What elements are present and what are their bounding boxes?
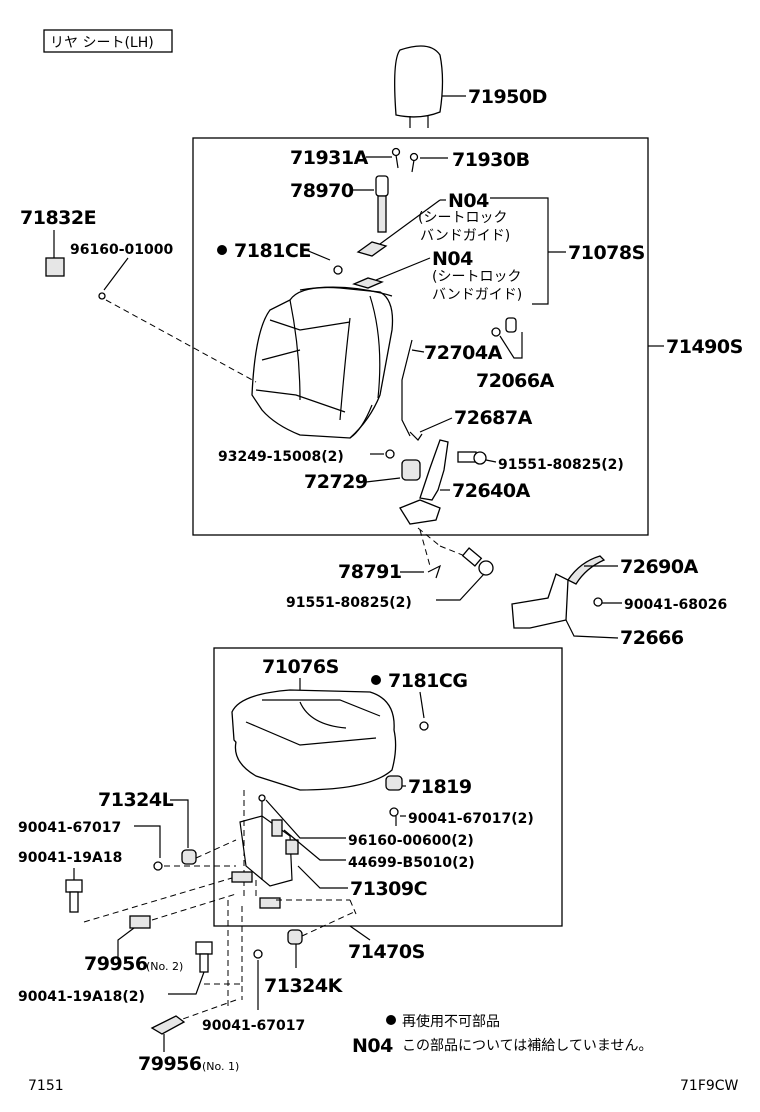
bolt-72066A <box>491 317 517 337</box>
label-78970: 78970 <box>290 180 354 202</box>
clip-79956-no1 <box>150 1015 186 1035</box>
screw-90041-67017-b <box>253 949 263 959</box>
cover-72666 <box>511 573 569 629</box>
label-79956-no2-note: (No. 2) <box>146 960 183 973</box>
clip-79956-no2 <box>129 915 151 929</box>
n04-upper-note2: バンドガイド) <box>420 228 510 244</box>
label-71490S: 71490S <box>666 336 743 358</box>
title-box <box>43 29 173 53</box>
label-71950D: 71950D <box>468 86 547 108</box>
label-71470S: 71470S <box>348 941 425 963</box>
band-guide-lower <box>352 277 384 289</box>
bushing-72729 <box>401 459 421 481</box>
bolt-91551-b <box>461 547 494 576</box>
label-90041-67017-a: 90041-67017 <box>18 820 121 836</box>
n04-lower-note2: バンドガイド) <box>432 287 522 303</box>
label-72687A: 72687A <box>454 407 533 429</box>
bolt-71930B <box>409 152 419 173</box>
label-72640A: 72640A <box>452 480 531 502</box>
label-78791: 78791 <box>338 561 402 583</box>
label-71309C: 71309C <box>350 878 427 900</box>
clip-72687A <box>409 431 423 441</box>
label-71324L: 71324L <box>98 789 174 811</box>
label-71819: 71819 <box>408 776 472 798</box>
hinge-72640A <box>399 439 449 525</box>
label-71078S: 71078S <box>568 242 645 264</box>
clip-7181CG <box>419 721 429 731</box>
label-72729: 72729 <box>304 471 368 493</box>
label-72704A: 72704A <box>424 342 503 364</box>
legend-n04-text: この部品については補給していません。 <box>402 1038 652 1054</box>
label-90041-67017-2: 90041-67017(2) <box>408 811 534 827</box>
label-72690A: 72690A <box>620 556 699 578</box>
label-n04-upper: N04 <box>448 190 489 212</box>
screw-90041-68026 <box>593 597 603 607</box>
frame-71309C <box>231 790 299 909</box>
bolt-71931A <box>391 147 401 169</box>
legend-bullet-text: 再使用不可部品 <box>402 1013 500 1030</box>
pad-71832E <box>45 257 65 277</box>
seatback-group-box <box>192 137 649 536</box>
label-90041-19A18-2: 90041-19A18(2) <box>18 989 145 1005</box>
label-44699-B5010: 44699-B5010(2) <box>348 855 475 871</box>
cushion-group-box <box>213 647 563 927</box>
label-71324K: 71324K <box>264 975 344 997</box>
bolt-90041-19A18-2 <box>195 941 213 973</box>
label-90041-67017-b: 90041-67017 <box>202 1018 305 1034</box>
clip-7181CE <box>333 265 343 275</box>
screw-90041-67017-2 <box>389 807 399 817</box>
label-72666: 72666 <box>620 627 684 649</box>
label-90041-68026: 90041-68026 <box>624 597 727 613</box>
label-71931A: 71931A <box>290 147 369 169</box>
label-93249-15008: 93249-15008(2) <box>218 449 344 465</box>
n04-upper-note1: (シートロック <box>418 210 507 226</box>
seat-cushion-part <box>231 689 397 791</box>
bushing-71324L <box>181 849 197 865</box>
label-91551-80825-a: 91551-80825(2) <box>498 457 624 473</box>
screw-90041-67017-a <box>153 861 163 871</box>
footer-right-code: 71F9CW <box>680 1078 739 1094</box>
label-7181CG: 7181CG <box>388 670 467 692</box>
screw-93249 <box>385 449 395 459</box>
label-79956-no2: 79956 <box>84 953 148 975</box>
cover-72690A <box>567 555 606 585</box>
label-71832E: 71832E <box>20 207 96 229</box>
diagram-title: リヤ シート(LH) <box>50 35 154 51</box>
band-guide-upper <box>356 241 388 257</box>
lock-rod-78970 <box>375 175 389 233</box>
label-96160-00600: 96160-00600(2) <box>348 833 474 849</box>
bushing-71819 <box>385 775 403 791</box>
n04-lower-note1: (シートロック <box>432 269 521 285</box>
label-n04-lower: N04 <box>432 248 473 270</box>
label-72066A: 72066A <box>476 370 555 392</box>
footer-left-code: 7151 <box>28 1078 64 1094</box>
pin-78791 <box>427 564 442 579</box>
label-7181CE: 7181CE <box>234 240 311 262</box>
bolt-91551-a <box>457 451 487 465</box>
seatback-part <box>251 286 394 439</box>
label-71076S: 71076S <box>262 656 339 678</box>
label-91551-80825-b: 91551-80825(2) <box>286 595 412 611</box>
label-71930B: 71930B <box>452 149 530 171</box>
legend-bullet-icon <box>386 1015 396 1025</box>
bushing-71324K <box>287 929 303 945</box>
headrest-part <box>394 45 444 128</box>
label-90041-19A18: 90041-19A18 <box>18 850 122 866</box>
link-rod-72704A <box>401 339 413 437</box>
label-96160-01000: 96160-01000 <box>70 242 173 258</box>
legend-n04-code: N04 <box>352 1035 393 1057</box>
non-reusable-bullet-2 <box>371 675 381 685</box>
bolt-90041-19A18 <box>65 879 83 913</box>
label-79956-no1-note: (No. 1) <box>202 1060 239 1073</box>
label-79956-no1: 79956 <box>138 1053 202 1075</box>
clip-96160-01000 <box>98 292 106 300</box>
non-reusable-bullet <box>217 245 227 255</box>
